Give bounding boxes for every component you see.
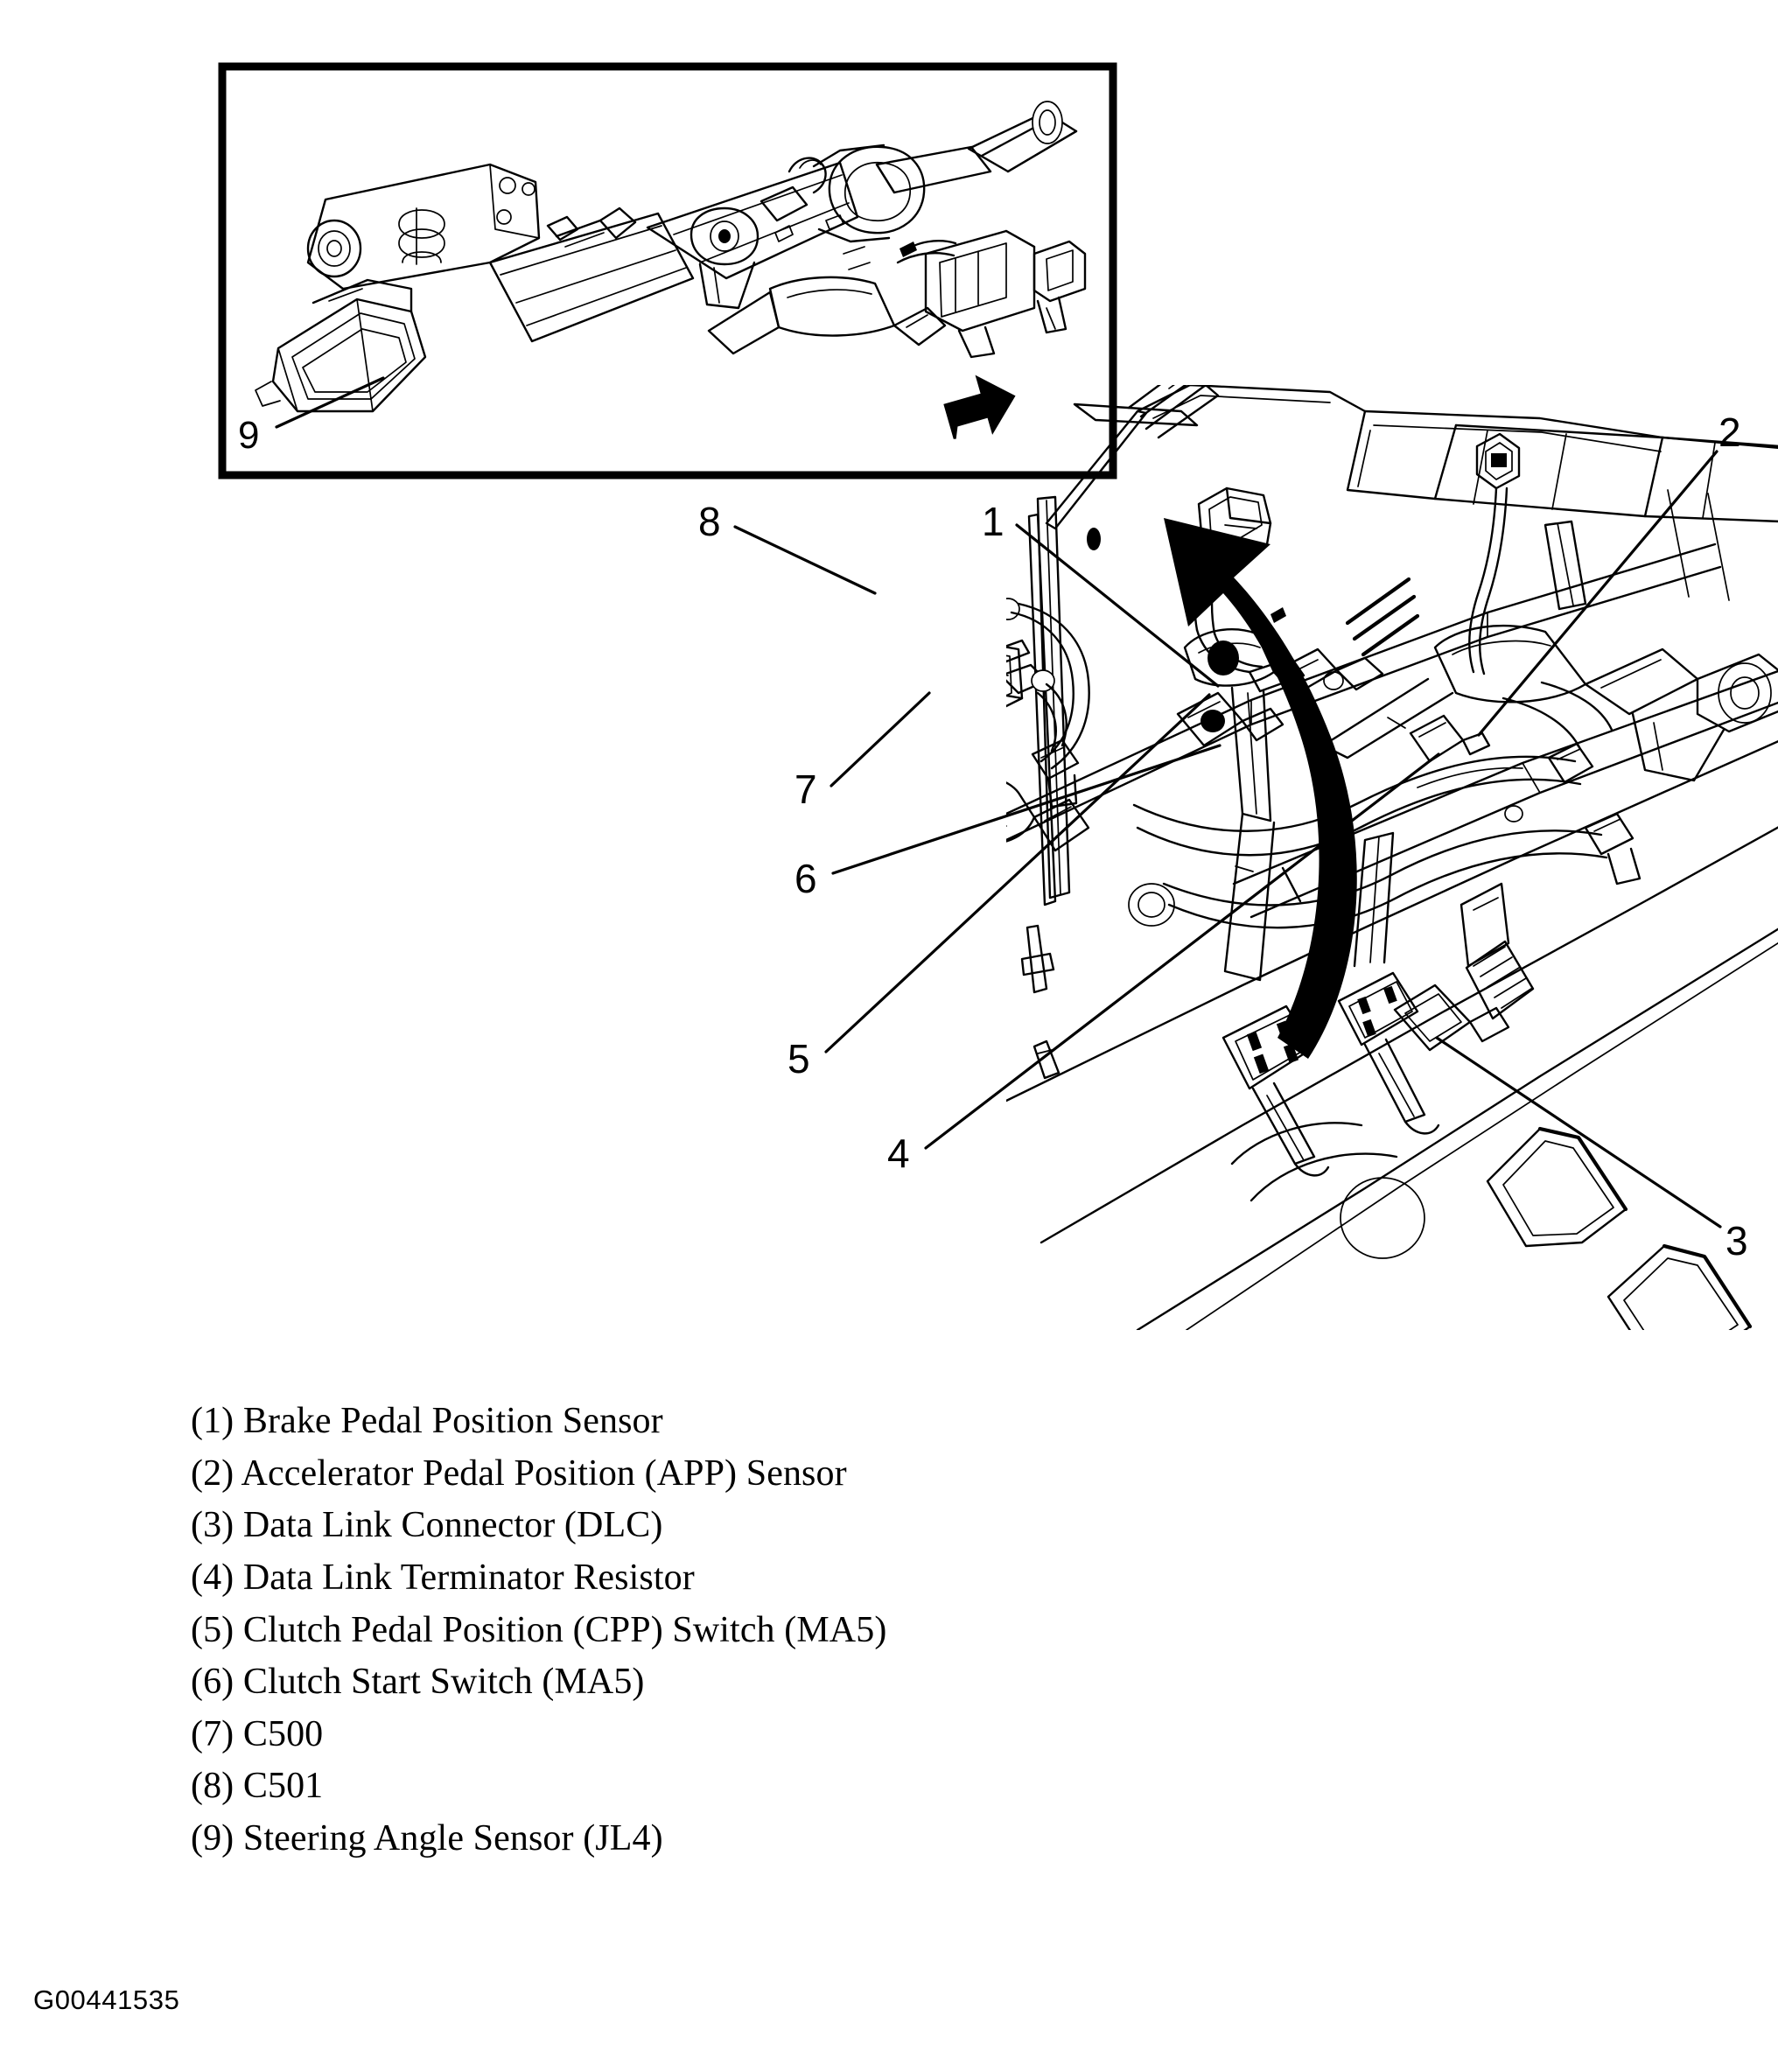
leader-2 [1477, 450, 1718, 737]
leader-5 [824, 693, 1211, 1054]
legend-item-9: (9) Steering Angle Sensor (JL4) [191, 1818, 663, 1858]
legend-item-8: (8) C501 [191, 1766, 324, 1807]
legend-item-5: (5) Clutch Pedal Position (CPP) Switch (… [191, 1609, 887, 1650]
legend-item-1: (1) Brake Pedal Position Sensor [191, 1401, 663, 1441]
legend-item-2: (2) Accelerator Pedal Position (APP) Sen… [191, 1452, 847, 1494]
inset-artwork [255, 101, 1087, 413]
legend-list: (1) Brake Pedal Position Sensor (2) Acce… [191, 1396, 1416, 1866]
rotation-arrow [1164, 518, 1420, 1059]
callout-4-number: 4 [887, 1130, 910, 1176]
callout-numbers: 8 7 1 6 5 4 2 3 [698, 410, 1748, 1264]
figure-id-label: G00441535 [33, 1984, 180, 2015]
legend-item-4: (4) Data Link Terminator Resistor [191, 1557, 695, 1598]
legend-item-6: (6) Clutch Start Switch (MA5) [191, 1662, 645, 1703]
callout-7-number: 7 [794, 766, 817, 812]
inset-callout-9: 9 [238, 376, 385, 457]
figure-area: .ln { fill:none; stroke:#000; stroke-wid… [218, 62, 1778, 1330]
callout-3-number: 3 [1726, 1218, 1748, 1264]
inset-direction-arrow [943, 374, 1016, 439]
leader-1 [1015, 523, 1220, 688]
technical-illustration: .ln { fill:none; stroke:#000; stroke-wid… [218, 62, 1778, 1330]
leader-4 [924, 752, 1440, 1150]
callout-1-number: 1 [982, 499, 1004, 544]
callout-2-number: 2 [1718, 410, 1741, 455]
callout-leaders [733, 450, 1722, 1228]
leader-8 [733, 525, 877, 595]
leader-3 [1435, 1036, 1722, 1228]
inset-callout-9-number: 9 [238, 414, 259, 457]
legend-item-7: (7) C500 [191, 1713, 324, 1754]
callout-5-number: 5 [788, 1036, 810, 1082]
inset-panel: 9 [218, 62, 1117, 480]
main-illustration: 8 7 1 6 5 4 2 3 [698, 385, 1778, 1330]
leader-6 [831, 744, 1222, 875]
leader-7 [830, 691, 931, 788]
legend-item-3: (3) Data Link Connector (DLC) [191, 1505, 663, 1546]
connector-c500 [1006, 639, 1080, 808]
callout-8-number: 8 [698, 499, 721, 544]
callout-6-number: 6 [794, 856, 817, 901]
